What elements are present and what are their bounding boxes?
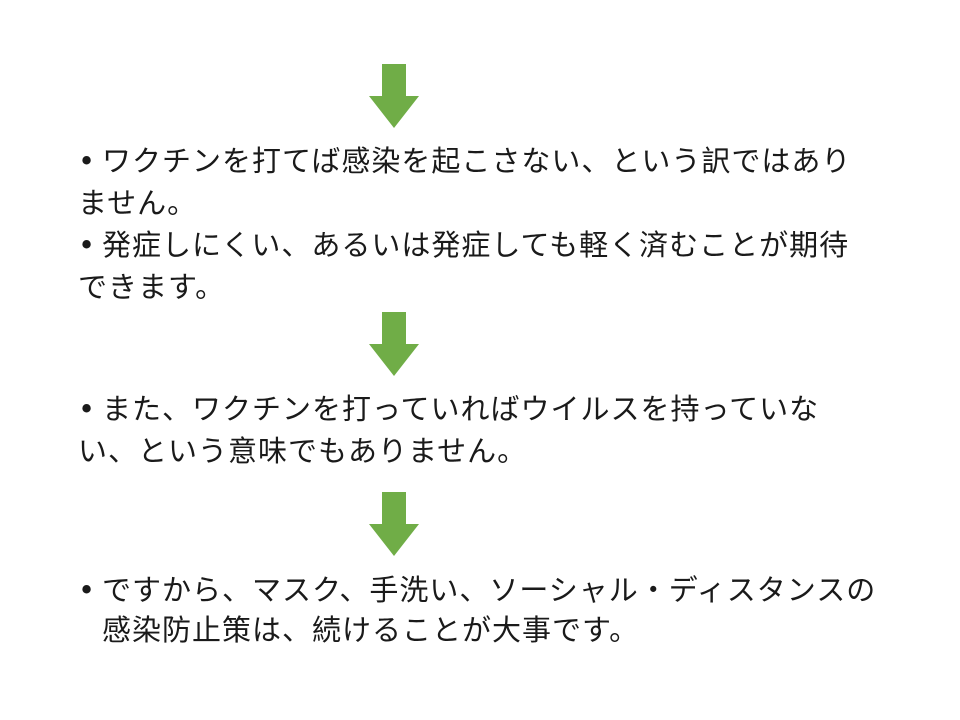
bullet-dot: • — [78, 144, 97, 178]
down-arrow-icon — [369, 64, 419, 128]
bullet-text: ですから、マスク、手洗い、ソーシャル・ディスタンスの感染防止策は、続けることが大… — [102, 573, 877, 647]
down-arrow-icon — [369, 492, 419, 556]
bullet-text: 発症しにくい、あるいは発症しても軽く済むことが期待できます。 — [78, 228, 850, 304]
bullet-block-1: •ワクチンを打てば感染を起こさない、という訳ではありません。 •発症しにくい、あ… — [78, 140, 878, 308]
bullet-item: •ワクチンを打てば感染を起こさない、という訳ではありません。 — [78, 140, 878, 224]
bullet-dot: • — [78, 573, 97, 607]
bullet-text: ワクチンを打てば感染を起こさない、という訳ではありません。 — [78, 144, 852, 220]
bullet-item: •発症しにくい、あるいは発症しても軽く済むことが期待できます。 — [78, 224, 878, 308]
bullet-item: •また、ワクチンを打っていればウイルスを持っていない、という意味でもありません。 — [78, 388, 878, 472]
down-arrow-icon — [369, 312, 419, 376]
bullet-item: •ですから、マスク、手洗い、ソーシャル・ディスタンスの感染防止策は、続けることが… — [78, 570, 902, 650]
bullet-block-2: •また、ワクチンを打っていればウイルスを持っていない、という意味でもありません。 — [78, 388, 878, 472]
bullet-dot: • — [78, 392, 97, 426]
bullet-dot: • — [78, 228, 97, 262]
bullet-text: また、ワクチンを打っていればウイルスを持っていない、という意味でもありません。 — [78, 392, 820, 468]
